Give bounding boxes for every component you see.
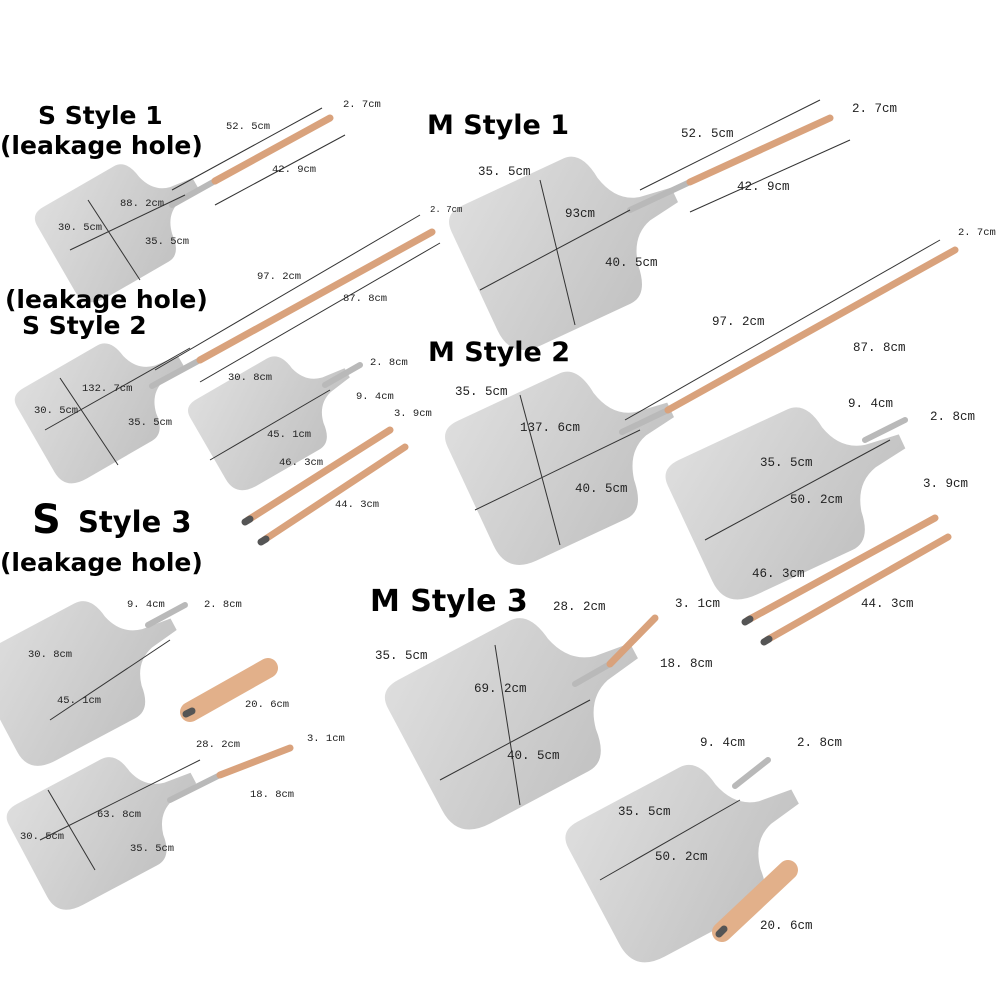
dim-label: 2. 8cm bbox=[204, 599, 242, 611]
dim-label: 35. 5cm bbox=[478, 165, 531, 179]
dim-label: 97. 2cm bbox=[712, 315, 765, 329]
dim-label: 35. 5cm bbox=[145, 236, 190, 248]
dim-label: 35. 5cm bbox=[760, 456, 813, 470]
dim-label: 28. 2cm bbox=[553, 600, 606, 614]
dim-label: 30. 8cm bbox=[28, 649, 73, 661]
peel-m1 bbox=[443, 122, 709, 360]
dim-label: 69. 2cm bbox=[474, 682, 527, 696]
m-style-1-title: M Style 1 bbox=[427, 110, 569, 141]
dim-label: 45. 1cm bbox=[267, 429, 312, 441]
dim-label: 87. 8cm bbox=[343, 293, 388, 305]
dim-label: 30. 8cm bbox=[228, 372, 273, 384]
dim-label: 3. 9cm bbox=[394, 408, 432, 420]
dim-label: 35. 5cm bbox=[618, 805, 671, 819]
m-style-3-title: M Style 3 bbox=[370, 584, 528, 619]
dim-label: 35. 5cm bbox=[455, 385, 508, 399]
dim-label: 2. 7cm bbox=[343, 99, 381, 111]
dim-label: 50. 2cm bbox=[655, 850, 708, 864]
s-style-2-title: S Style 2 bbox=[22, 311, 147, 340]
dim-label: 18. 8cm bbox=[660, 657, 713, 671]
s-style-3-subtitle: (leakage hole) bbox=[0, 548, 203, 577]
dim-label: 137. 6cm bbox=[520, 421, 581, 435]
dim-label: 35. 5cm bbox=[375, 649, 428, 663]
dim-label: 28. 2cm bbox=[196, 739, 241, 751]
dim-label: 9. 4cm bbox=[848, 397, 894, 411]
dim-label: 40. 5cm bbox=[605, 256, 658, 270]
s-style-3-letter: S bbox=[32, 497, 61, 543]
dim-label: 46. 3cm bbox=[279, 457, 324, 469]
dim-label: 2. 7cm bbox=[430, 205, 463, 215]
dim-label: 30. 5cm bbox=[20, 831, 65, 843]
dim-label: 40. 5cm bbox=[507, 749, 560, 763]
dim-label: 45. 1cm bbox=[57, 695, 102, 707]
peel-m2-long bbox=[439, 337, 705, 575]
dim-label: 52. 5cm bbox=[226, 121, 271, 133]
dim-label: 97. 2cm bbox=[257, 271, 302, 283]
dim-label: 87. 8cm bbox=[853, 341, 906, 355]
dim-label: 52. 5cm bbox=[681, 127, 734, 141]
dim-label: 93cm bbox=[565, 207, 596, 221]
dim-label: 2. 8cm bbox=[797, 736, 843, 750]
dim-label: 40. 5cm bbox=[575, 482, 628, 496]
dim-label: 2. 7cm bbox=[958, 227, 996, 239]
dim-label: 42. 9cm bbox=[737, 180, 790, 194]
dim-label: 9. 4cm bbox=[700, 736, 746, 750]
dim-label: 42. 9cm bbox=[272, 164, 317, 176]
dim-label: 30. 5cm bbox=[58, 222, 103, 234]
dim-label: 88. 2cm bbox=[120, 198, 165, 210]
dim-label: 2. 7cm bbox=[852, 102, 898, 116]
s-style-2-subtitle: (leakage hole) bbox=[5, 285, 208, 314]
m-style-2-title: M Style 2 bbox=[428, 337, 570, 368]
dim-label: 44. 3cm bbox=[861, 597, 914, 611]
dim-label: 46. 3cm bbox=[752, 567, 805, 581]
dim-label: 2. 8cm bbox=[370, 357, 408, 369]
dim-label: 9. 4cm bbox=[127, 599, 165, 611]
dim-label: 20. 6cm bbox=[245, 699, 290, 711]
dim-label: 9. 4cm bbox=[356, 391, 394, 403]
dim-label: 35. 5cm bbox=[130, 843, 175, 855]
dim-label: 3. 1cm bbox=[307, 733, 345, 745]
dim-label: 20. 6cm bbox=[760, 919, 813, 933]
dim-label: 18. 8cm bbox=[250, 789, 295, 801]
peel-s3-a bbox=[0, 566, 205, 775]
s-style-1-subtitle: (leakage hole) bbox=[0, 131, 203, 160]
s-style-3-title: Style 3 bbox=[78, 505, 192, 539]
dim-label: 2. 8cm bbox=[930, 410, 976, 424]
dim-label: 44. 3cm bbox=[335, 499, 380, 511]
dim-label: 132. 7cm bbox=[82, 383, 133, 395]
dim-label: 3. 1cm bbox=[675, 597, 721, 611]
dim-label: 35. 5cm bbox=[128, 417, 173, 429]
dim-label: 30. 5cm bbox=[34, 405, 79, 417]
s-style-1-title: S Style 1 bbox=[38, 101, 163, 130]
dim-label: 63. 8cm bbox=[97, 809, 142, 821]
dim-label: 3. 9cm bbox=[923, 477, 969, 491]
dim-label: 50. 2cm bbox=[790, 493, 843, 507]
